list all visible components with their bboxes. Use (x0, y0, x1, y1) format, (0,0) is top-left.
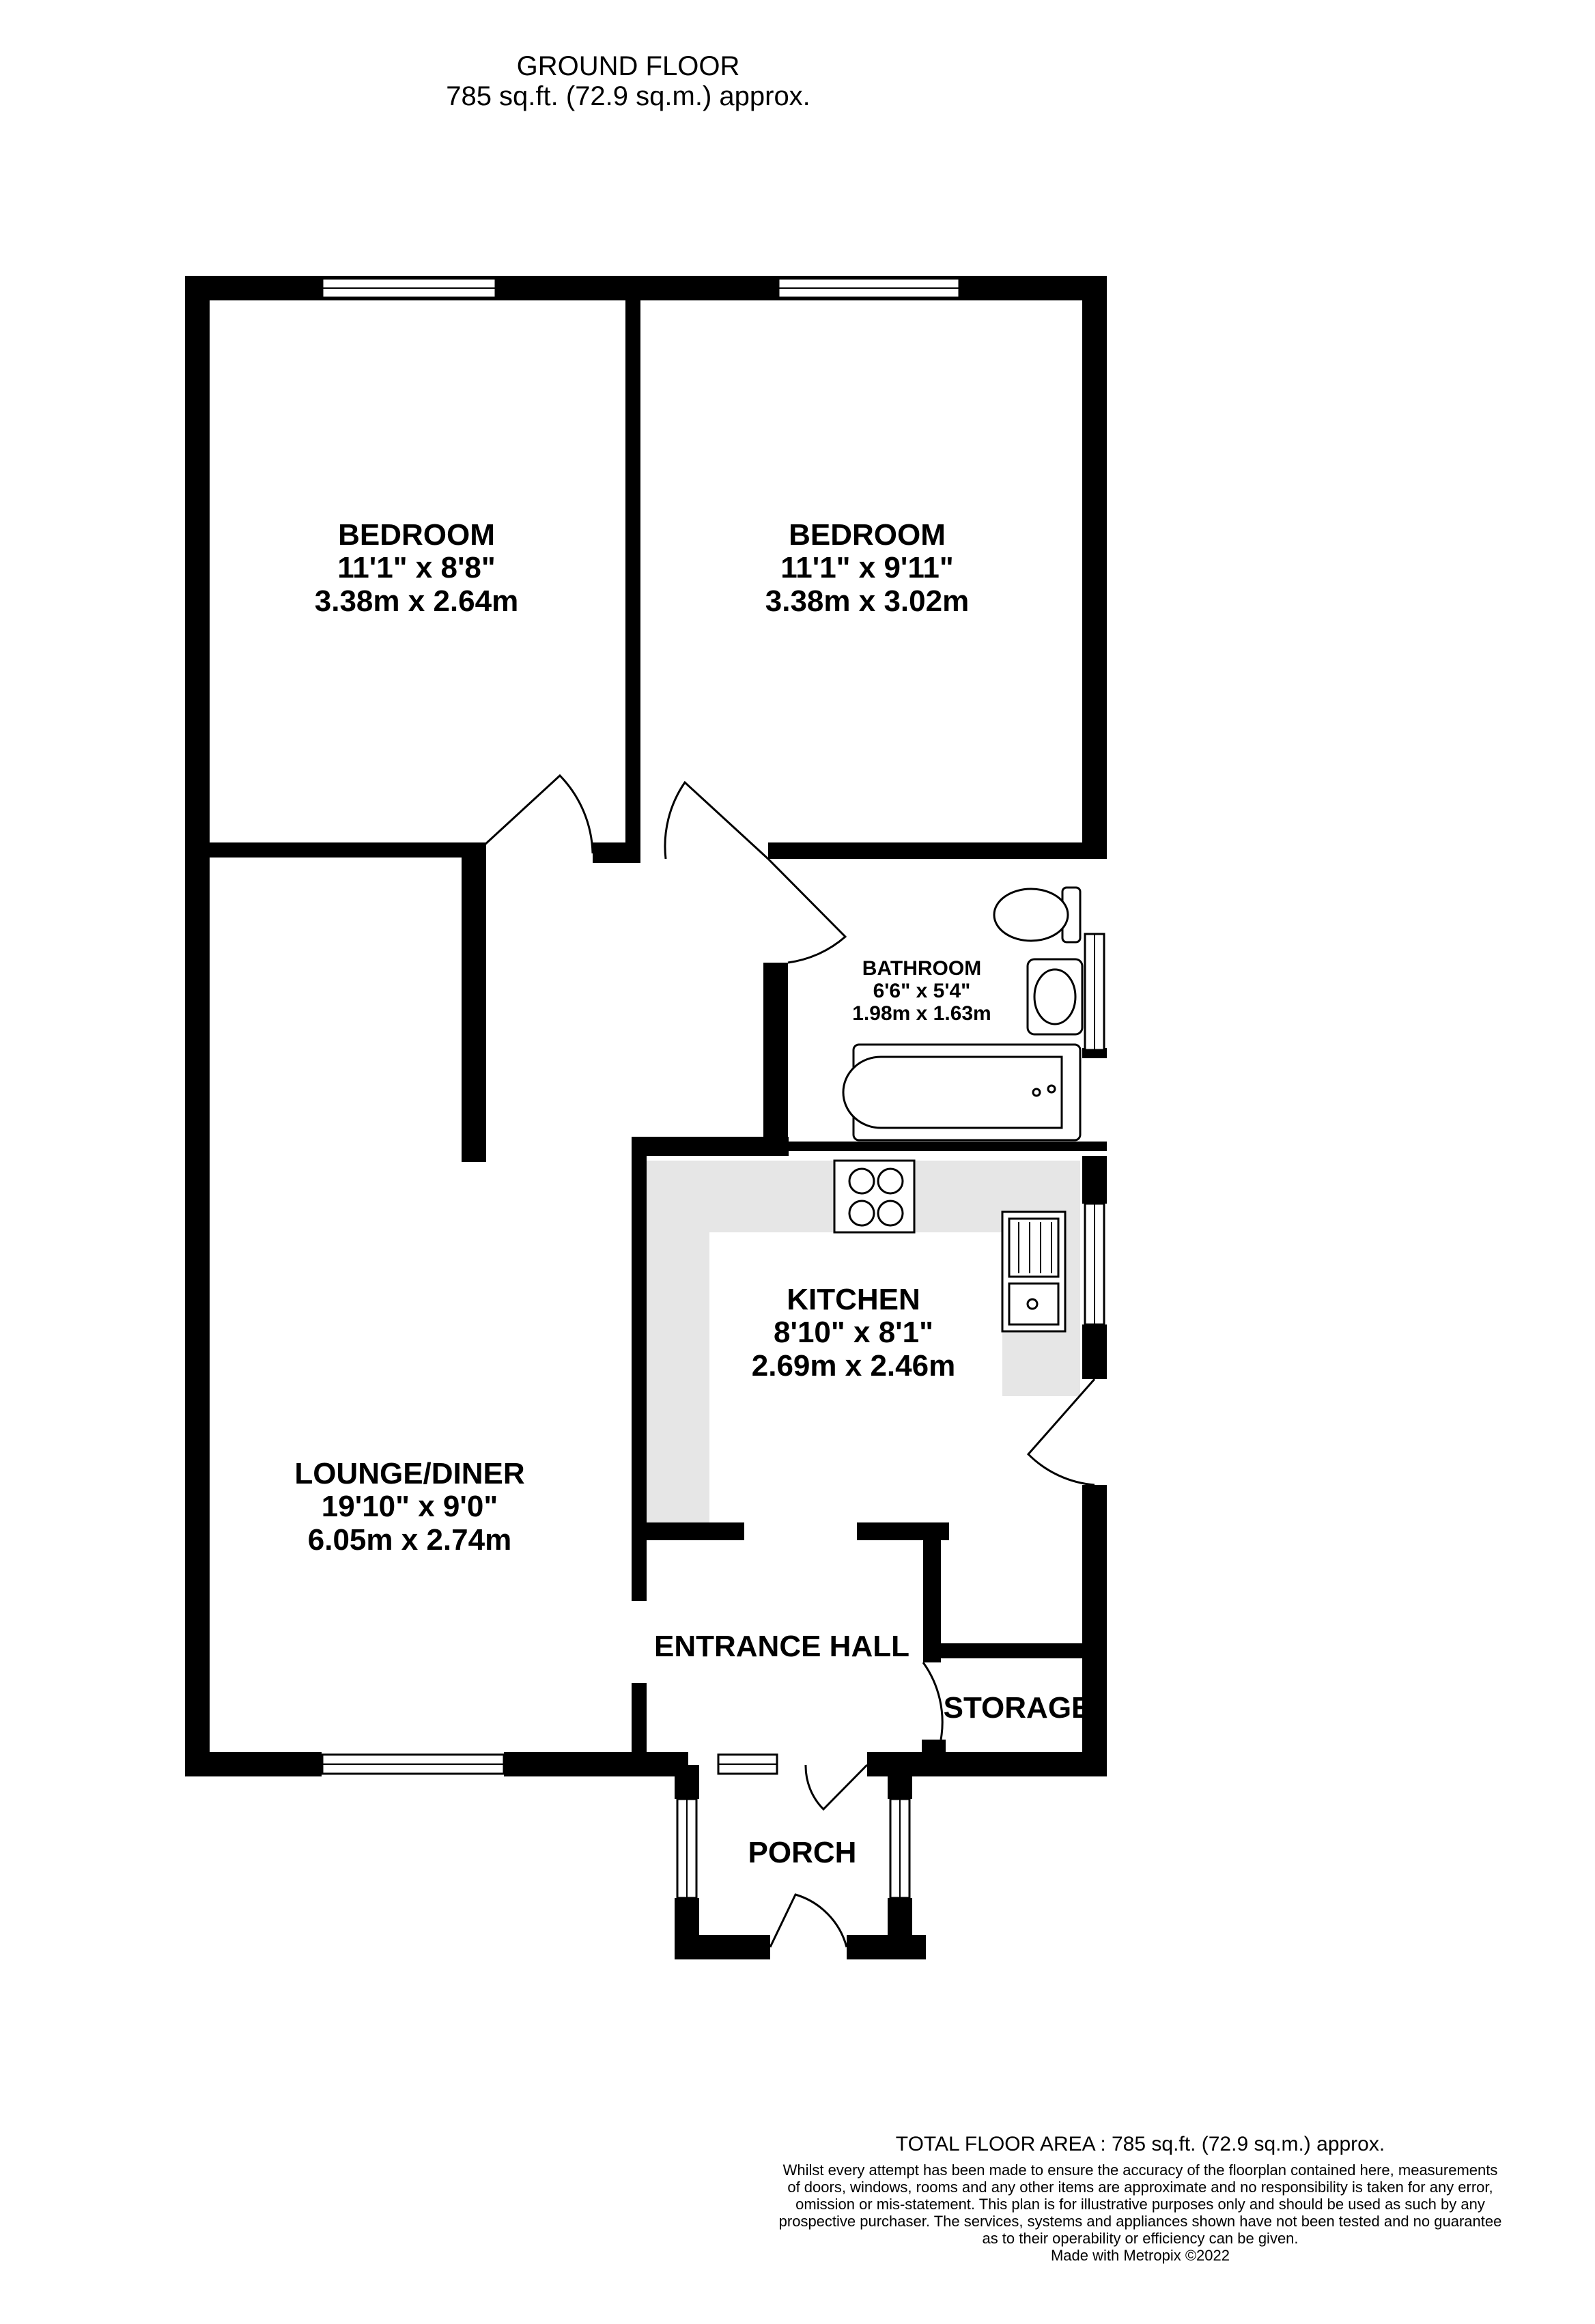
room-bathroom: BATHROOM 6'6" x 5'4" 1.98m x 1.63m (819, 957, 1024, 1025)
room-dims-imperial: 19'10" x 9'0" (321, 1490, 498, 1524)
room-kitchen: KITCHEN 8'10" x 8'1" 2.69m x 2.46m (710, 1283, 997, 1383)
disclaimer-line: prospective purchaser. The services, sys… (778, 2213, 1502, 2230)
room-name: PORCH (748, 1836, 857, 1869)
toilet-bowl-icon (993, 888, 1069, 942)
disclaimer-line: Whilst every attempt has been made to en… (782, 2162, 1498, 2179)
made-with: Made with Metropix ©2022 (1050, 2247, 1230, 2264)
room-name: STORAGE (943, 1691, 1092, 1725)
room-lounge-diner: LOUNGE/DINER 19'10" x 9'0" 6.05m x 2.74m (239, 1457, 580, 1557)
room-dims-metric: 6.05m x 2.74m (307, 1522, 512, 1557)
room-dims-metric: 1.98m x 1.63m (852, 1002, 991, 1025)
disclaimer-line: omission or mis-statement. This plan is … (795, 2196, 1485, 2213)
disclaimer-line: of doors, windows, rooms and any other i… (787, 2179, 1493, 2196)
door-bedroom1 (474, 774, 594, 855)
kitchen-fixtures (833, 1159, 1067, 1333)
doors (474, 774, 1096, 1948)
door-bedroom2 (664, 780, 770, 860)
room-dims-imperial: 11'1" x 8'8" (337, 551, 496, 585)
room-porch: PORCH (710, 1836, 894, 1869)
total-floor-area: TOTAL FLOOR AREA : 785 sq.ft. (72.9 sq.m… (895, 2133, 1385, 2155)
room-dims-metric: 3.38m x 3.02m (765, 584, 970, 618)
bathroom-fixtures (842, 886, 1084, 1142)
room-name: KITCHEN (787, 1283, 920, 1316)
room-entrance-hall: ENTRANCE HALL (638, 1630, 925, 1663)
disclaimer-line: as to their operability or efficiency ca… (982, 2230, 1299, 2247)
room-name: BATHROOM (862, 957, 982, 980)
door-entrance (804, 1763, 869, 1811)
room-dims-imperial: 8'10" x 8'1" (774, 1316, 933, 1350)
room-name: BEDROOM (789, 518, 946, 552)
door-porch (769, 1893, 848, 1948)
floor-area: 785 sq.ft. (72.9 sq.m.) approx. (446, 81, 810, 111)
door-bathroom (767, 858, 847, 964)
room-bedroom-1: BEDROOM 11'1" x 8'8" 3.38m x 2.64m (259, 518, 574, 618)
floor-name: GROUND FLOOR (516, 51, 740, 81)
disclaimer: Whilst every attempt has been made to en… (751, 2162, 1529, 2247)
room-name: BEDROOM (338, 518, 495, 552)
door-storage (922, 1662, 944, 1740)
room-dims-metric: 2.69m x 2.46m (751, 1348, 956, 1383)
room-dims-imperial: 11'1" x 9'11" (780, 551, 954, 585)
room-name: LOUNGE/DINER (294, 1457, 525, 1490)
door-kitchen-rear (1026, 1378, 1096, 1486)
room-dims-imperial: 6'6" x 5'4" (873, 980, 971, 1002)
room-storage: STORAGE (929, 1691, 1106, 1725)
room-dims-metric: 3.38m x 2.64m (314, 584, 519, 618)
hob-icon (833, 1159, 916, 1234)
room-name: ENTRANCE HALL (654, 1630, 909, 1663)
room-bedroom-2: BEDROOM 11'1" x 9'11" 3.38m x 3.02m (710, 518, 1024, 618)
